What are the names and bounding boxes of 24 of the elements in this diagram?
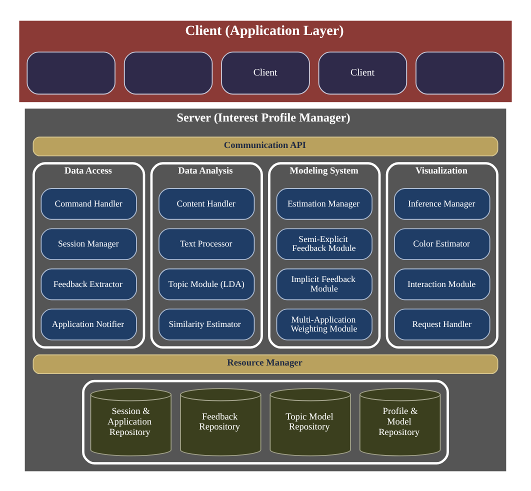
node-box <box>26 51 116 94</box>
node-box: Resource Manager <box>32 354 498 374</box>
node-box: Text Processor <box>158 228 255 260</box>
node-box: Multi-Application Weighting Module <box>276 308 373 340</box>
node-box: Command Handler <box>40 188 137 220</box>
node-box: Feedback Extractor <box>40 268 137 300</box>
node-box <box>124 51 213 94</box>
node-box: Application Notifier <box>40 308 137 340</box>
node-box: Client <box>318 51 408 94</box>
node-box: Semi-Explicit Feedback Module <box>276 228 373 260</box>
node-box: Inference Manager <box>394 188 490 220</box>
node-box: Implicit Feedback Module <box>276 268 373 300</box>
node-box: Estimation Manager <box>276 188 373 220</box>
node-box: Color Estimator <box>394 228 490 260</box>
node-box: Client <box>221 51 310 94</box>
node-box: Content Handler <box>158 188 255 220</box>
node-box: Request Handler <box>394 308 490 340</box>
node-box: Interaction Module <box>394 268 490 300</box>
node-box <box>416 51 504 94</box>
node-box: Similarity Estimator <box>158 308 255 340</box>
node-box: Communication API <box>32 136 498 156</box>
node-box: Topic Module (LDA) <box>158 268 255 300</box>
node-box: Session Manager <box>40 228 137 260</box>
cluster <box>82 379 449 464</box>
